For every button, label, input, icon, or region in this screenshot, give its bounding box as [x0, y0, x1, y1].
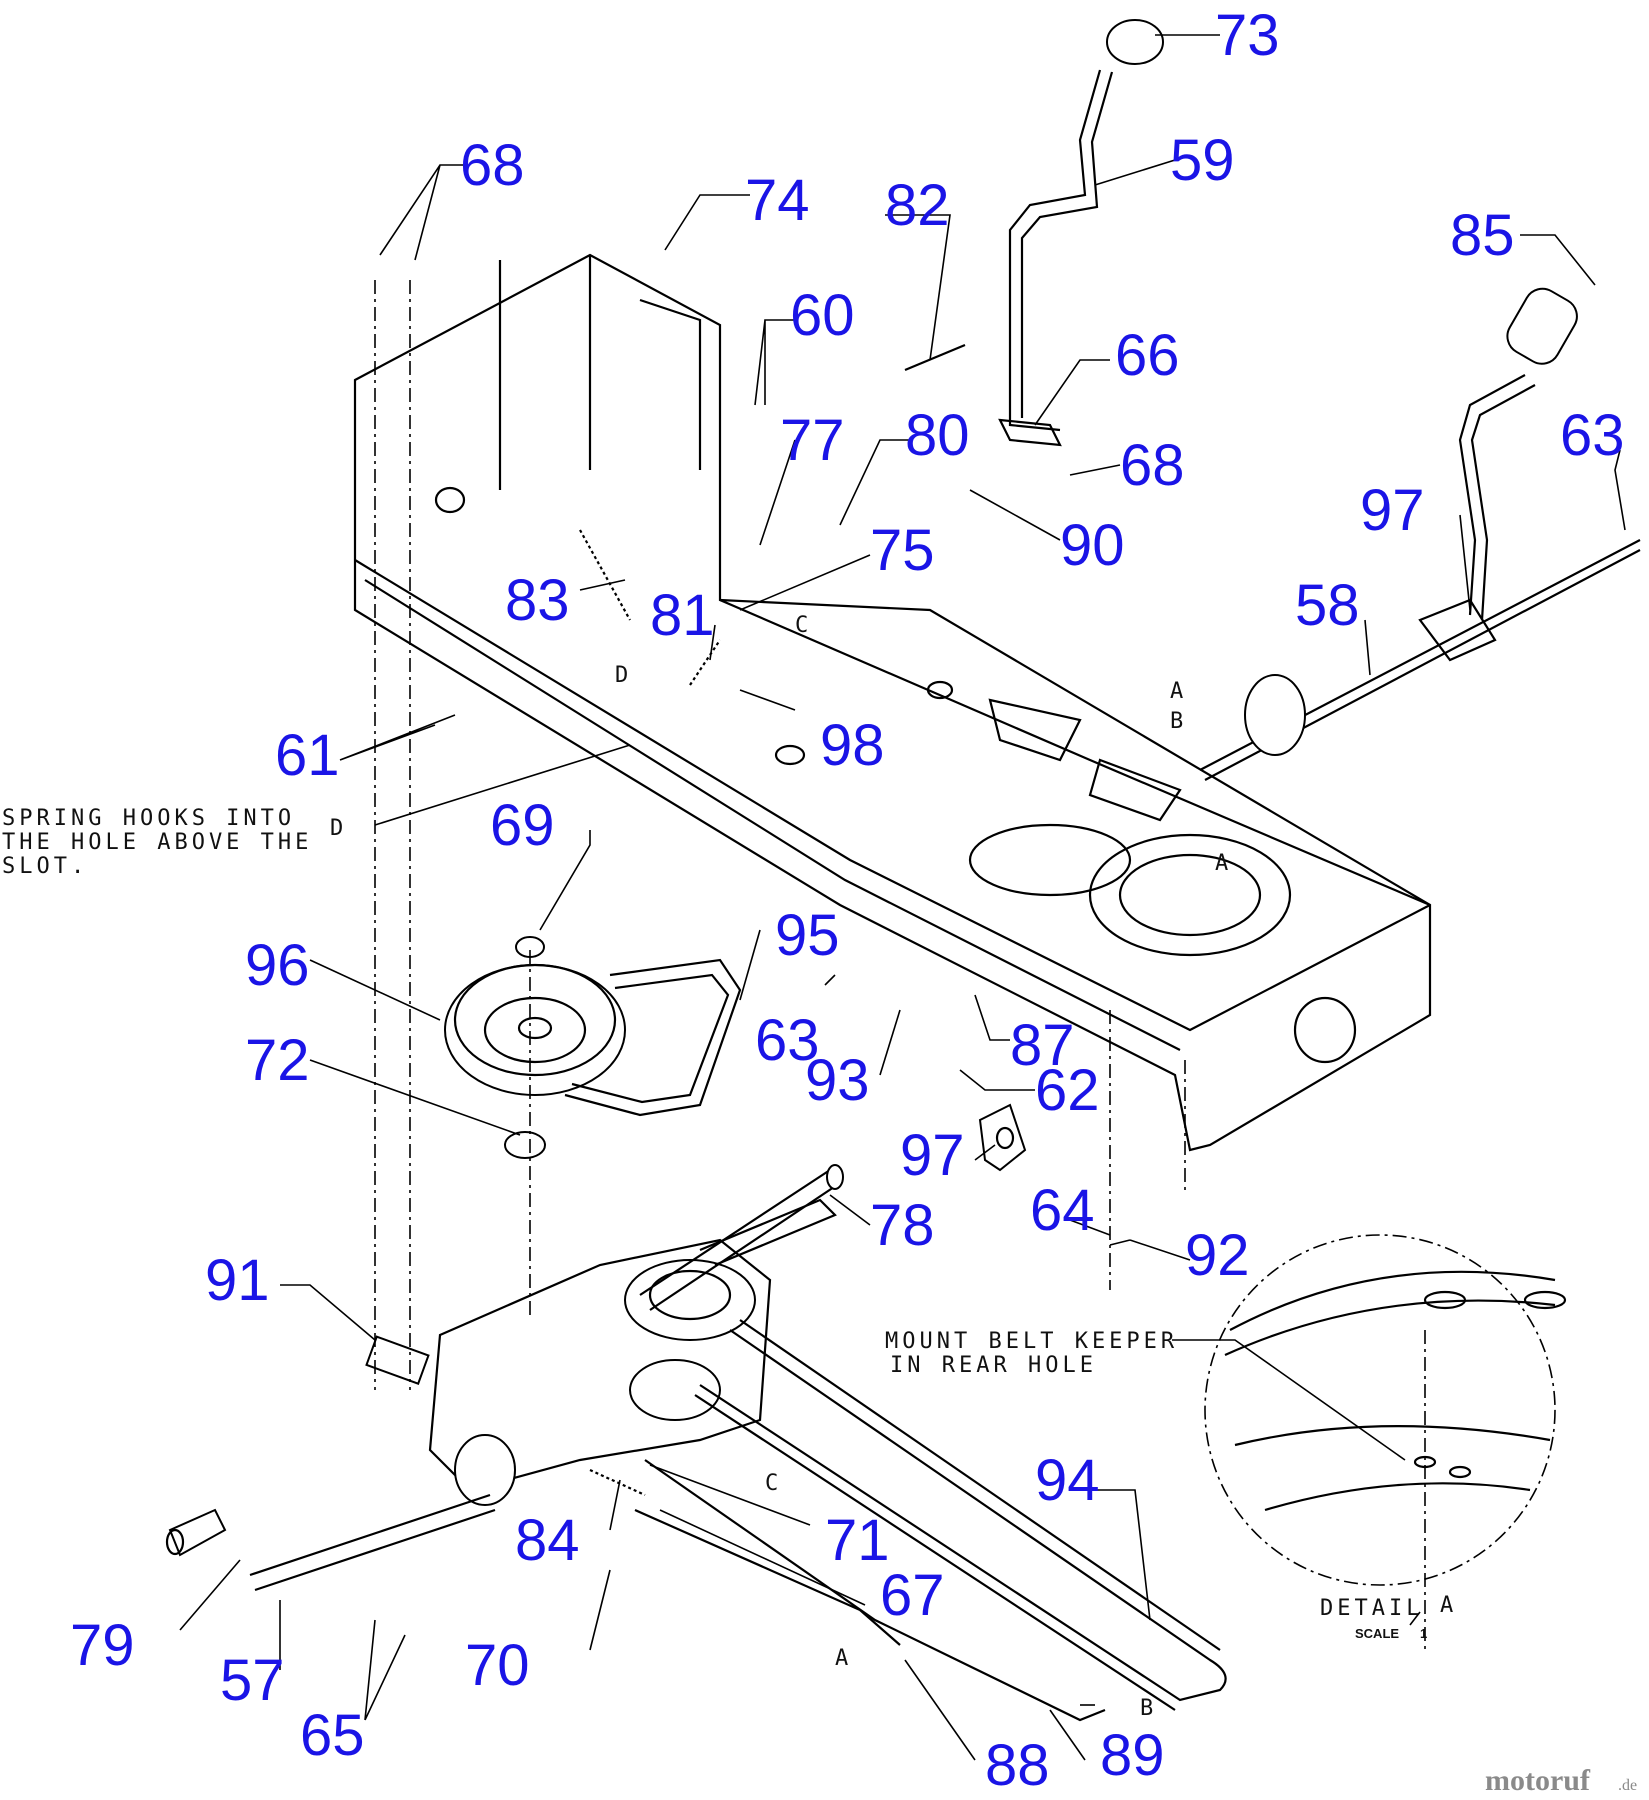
- label-80: 80: [905, 403, 970, 468]
- label-72: 72: [245, 1028, 310, 1093]
- spring-note-line1: SPRING HOOKS INTO: [2, 806, 295, 831]
- label-84: 84: [515, 1508, 580, 1573]
- label-65: 65: [300, 1703, 365, 1768]
- label-70: 70: [465, 1633, 530, 1698]
- label-59: 59: [1170, 128, 1235, 193]
- ref-a-upper: A: [1170, 679, 1187, 704]
- label-64: 64: [1030, 1178, 1095, 1243]
- ref-d-upper: D: [615, 663, 632, 688]
- label-97b: 97: [900, 1123, 965, 1188]
- label-75: 75: [870, 518, 935, 583]
- label-87: 87: [1010, 1013, 1075, 1078]
- label-83: 83: [505, 568, 570, 633]
- ref-d-note: D: [330, 816, 347, 841]
- detail-title: DETAIL: [1320, 1596, 1423, 1621]
- watermark: motoruf .de: [1485, 1764, 1637, 1797]
- reference-letters: C D A B D A C A B: [330, 613, 1232, 1721]
- label-66: 66: [1115, 323, 1180, 388]
- belt-note-line1: MOUNT BELT KEEPER: [885, 1329, 1178, 1354]
- label-61: 61: [275, 723, 340, 788]
- label-90: 90: [1060, 513, 1125, 578]
- shift-lever: [998, 19, 1164, 447]
- label-63: 63: [1560, 403, 1625, 468]
- label-81: 81: [650, 583, 715, 648]
- coupler-79: [165, 1508, 227, 1557]
- bracket-97: [978, 1103, 1027, 1172]
- label-89: 89: [1100, 1723, 1165, 1788]
- label-85: 85: [1450, 203, 1515, 268]
- label-93: 93: [805, 1048, 870, 1113]
- chassis-frame: [353, 253, 1432, 1152]
- spring-note-line2: THE HOLE ABOVE THE: [2, 830, 312, 855]
- label-79: 79: [70, 1613, 135, 1678]
- label-62: 62: [1035, 1058, 1100, 1123]
- spring-note-line3: SLOT.: [2, 854, 88, 879]
- notes: SPRING HOOKS INTO THE HOLE ABOVE THE SLO…: [2, 806, 1457, 1641]
- ref-c-lower: C: [765, 1471, 782, 1496]
- label-94: 94: [1035, 1448, 1100, 1513]
- label-95: 95: [775, 903, 840, 968]
- label-98: 98: [820, 713, 885, 778]
- label-60: 60: [790, 283, 855, 348]
- label-57: 57: [220, 1648, 285, 1713]
- label-71: 71: [825, 1508, 890, 1573]
- axle-78: [639, 1164, 844, 1311]
- belt-note-line2: IN REAR HOLE: [890, 1353, 1097, 1378]
- label-97: 97: [1360, 478, 1425, 543]
- label-67: 67: [880, 1563, 945, 1628]
- detail-letter: A: [1440, 1593, 1457, 1618]
- ref-b-lower: B: [1140, 1696, 1157, 1721]
- brake-rods: [634, 1459, 1106, 1722]
- label-68b: 68: [1120, 433, 1185, 498]
- label-77: 77: [780, 408, 845, 473]
- label-58: 58: [1295, 573, 1360, 638]
- watermark-text: motoruf: [1485, 1764, 1591, 1797]
- label-91: 91: [205, 1248, 270, 1313]
- pulley-assembly: [444, 936, 742, 1159]
- ref-c-upper: C: [795, 613, 812, 638]
- springs: [579, 343, 966, 1497]
- scale-label: SCALE: [1355, 1626, 1399, 1641]
- label-74: 74: [745, 168, 810, 233]
- watermark-suffix: .de: [1618, 1777, 1637, 1794]
- label-69: 69: [490, 793, 555, 858]
- ref-b-upper: B: [1170, 709, 1187, 734]
- scale-value: 1: [1420, 1626, 1427, 1641]
- part-labels: 73 68 59 74 82 85 60 66 77 80 68 63 97 9…: [70, 3, 1625, 1798]
- pedal-lever: [1418, 287, 1578, 662]
- label-92: 92: [1185, 1223, 1250, 1288]
- ref-a-frame: A: [1215, 851, 1232, 876]
- assembly-lines: [374, 280, 1426, 1650]
- transmission: [249, 1198, 837, 1592]
- detail-a: [1204, 1234, 1567, 1586]
- label-88: 88: [985, 1733, 1050, 1798]
- cross-rod: [1199, 539, 1641, 781]
- ref-a-lower: A: [835, 1646, 852, 1671]
- label-96: 96: [245, 933, 310, 998]
- label-68: 68: [460, 133, 525, 198]
- label-78: 78: [870, 1193, 935, 1258]
- label-63b: 63: [755, 1008, 820, 1073]
- label-73: 73: [1215, 3, 1280, 68]
- drive-belt: [694, 1319, 1227, 1711]
- callout-lines: [179, 34, 1626, 1761]
- label-82: 82: [885, 173, 950, 238]
